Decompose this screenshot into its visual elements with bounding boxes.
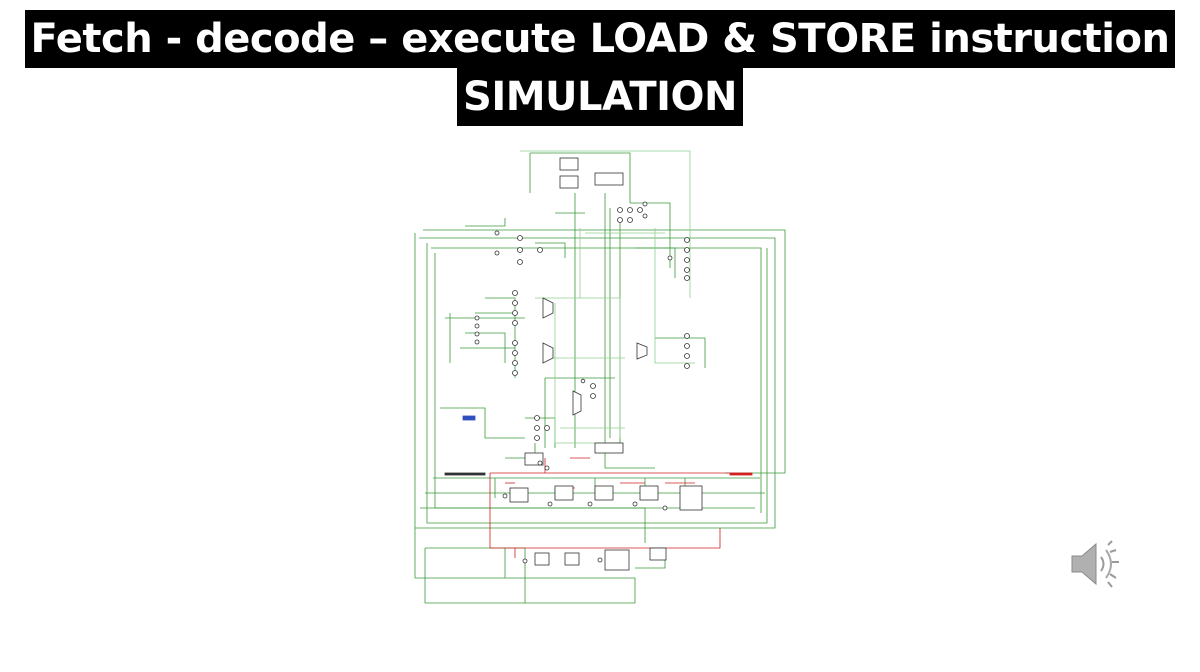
component-group [444, 157, 753, 571]
wire-group-outer [414, 152, 786, 604]
speaker-icon[interactable] [1068, 538, 1124, 590]
slide-title: Fetch - decode – execute LOAD & STORE in… [0, 8, 1200, 126]
title-line-1: Fetch - decode – execute LOAD & STORE in… [24, 10, 1176, 68]
title-line-2: SIMULATION [457, 68, 743, 126]
wire-group-light [520, 150, 695, 444]
circuit-simulation-diagram [414, 150, 786, 604]
